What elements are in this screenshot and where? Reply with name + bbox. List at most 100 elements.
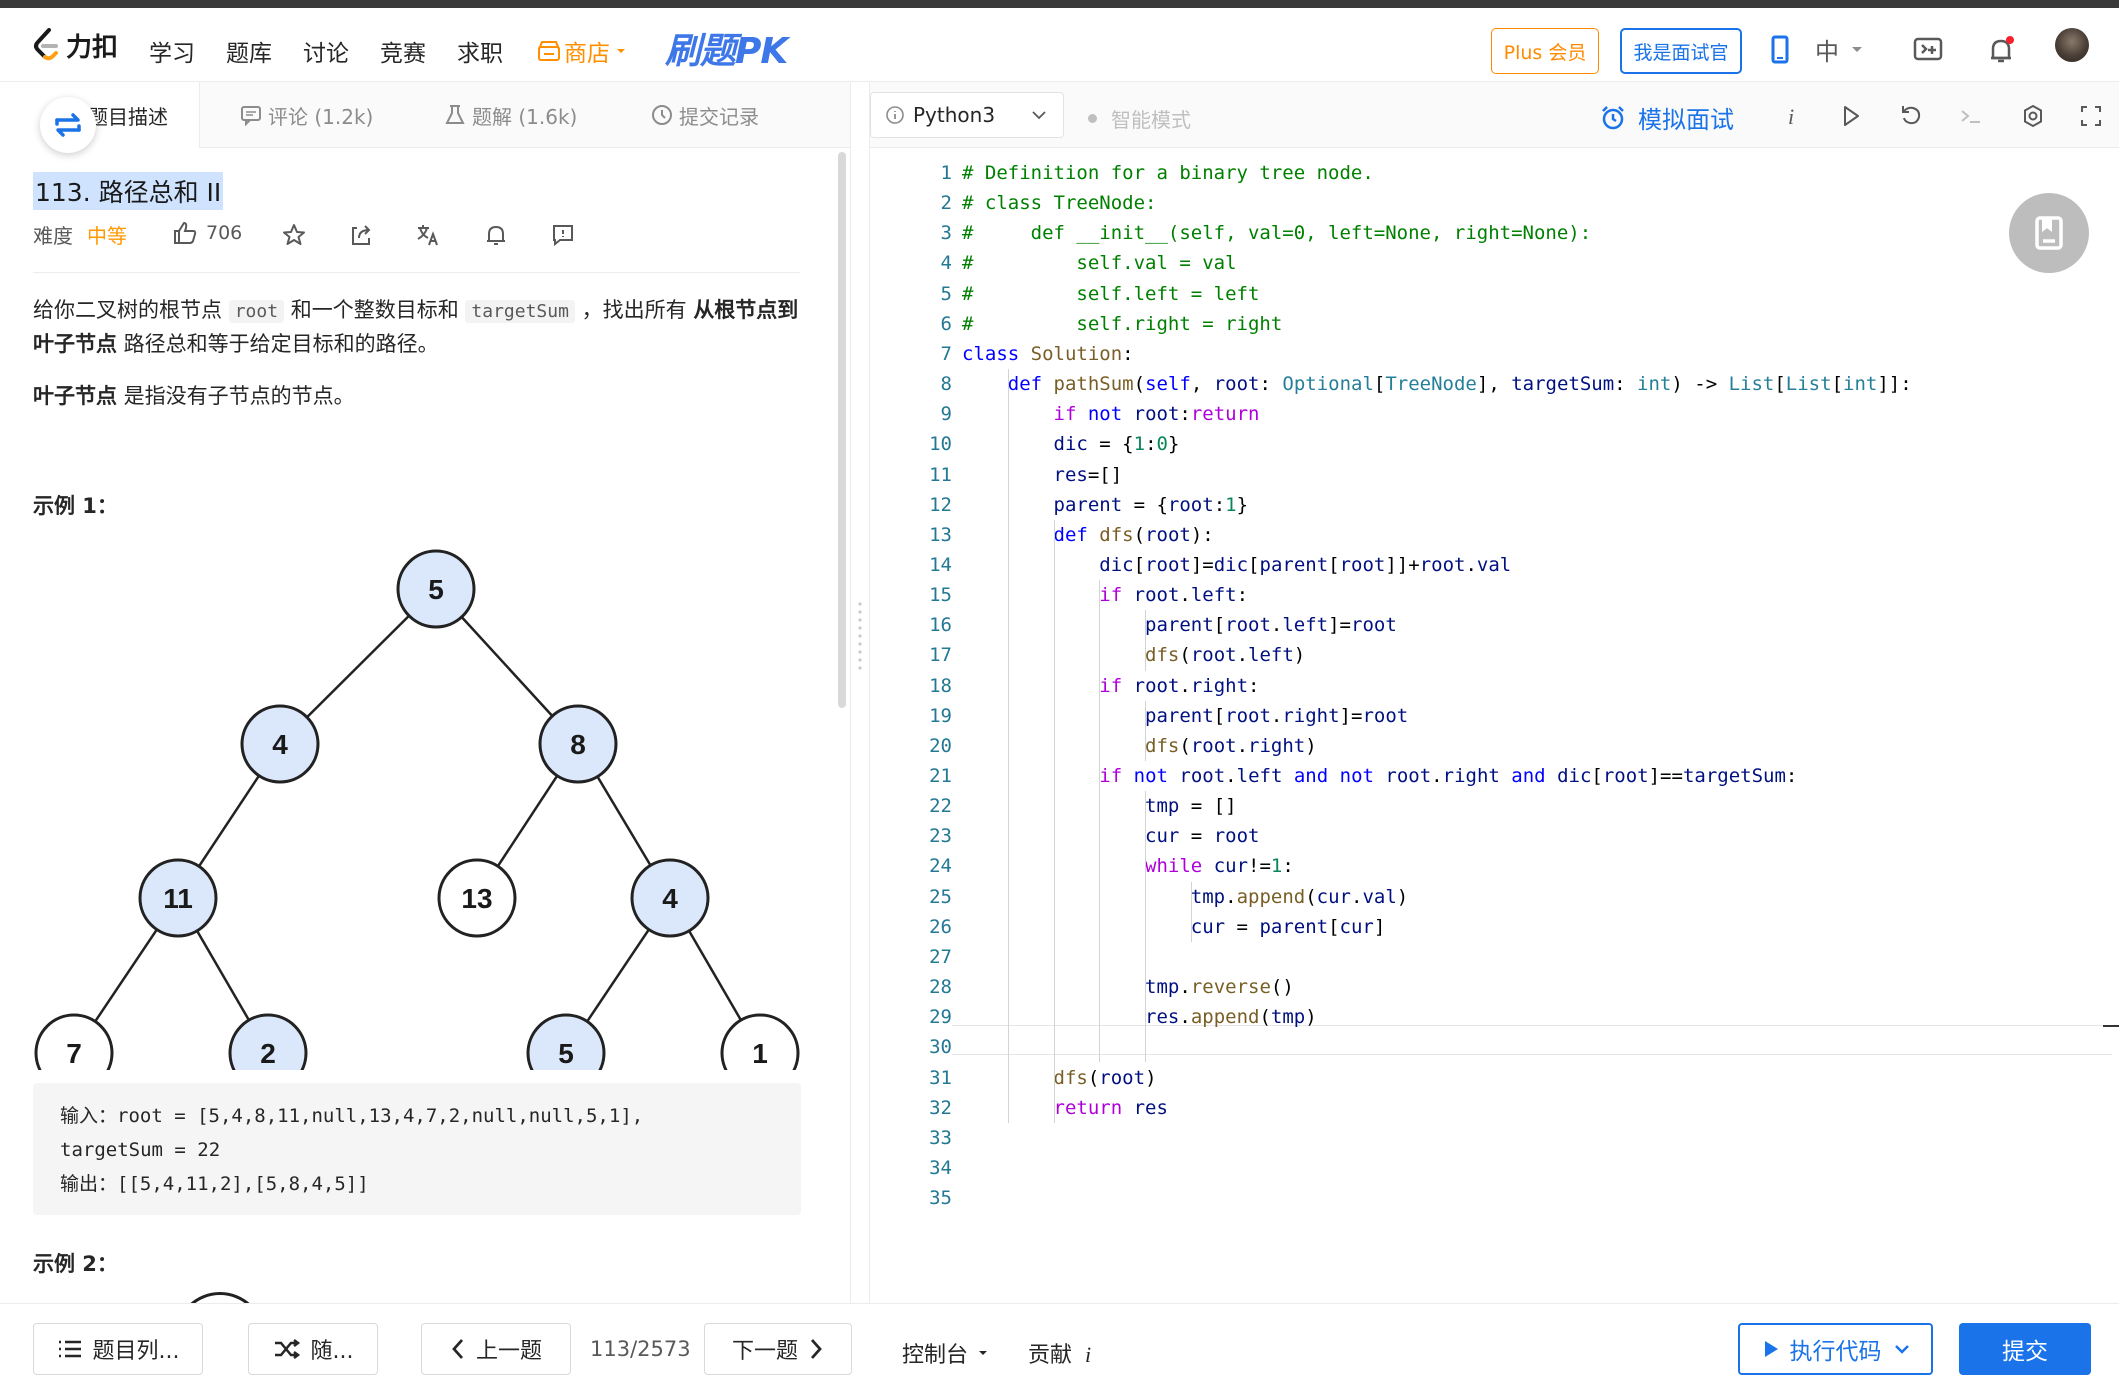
leetcode-logo[interactable]: 力扣 xyxy=(32,25,118,65)
console-toggle[interactable]: 控制台 xyxy=(902,1337,990,1369)
chevron-down-icon xyxy=(617,49,625,53)
inline-code-root: root xyxy=(228,300,285,323)
nav-pk[interactable]: 刷题PK xyxy=(665,31,788,72)
tab-submissions[interactable]: 提交记录 xyxy=(651,82,759,148)
language-select[interactable]: Python3 xyxy=(870,92,1064,138)
submit-button[interactable]: 提交 xyxy=(1959,1323,2091,1375)
example-1-output: 输出：[[5,4,11,2],[5,8,4,5]] xyxy=(60,1173,369,1195)
bell-icon[interactable] xyxy=(483,222,509,248)
line-number: 18 xyxy=(929,674,952,697)
comment-icon xyxy=(241,106,261,126)
info-icon xyxy=(886,106,904,124)
code-line: res=[] xyxy=(1053,463,1123,486)
indent-guide xyxy=(1145,610,1147,671)
swap-layout-button[interactable] xyxy=(40,97,96,153)
window-top-strip xyxy=(0,0,2119,8)
tree-edge xyxy=(197,774,261,868)
nav-jobs[interactable]: 求职 xyxy=(457,41,503,67)
mobile-icon[interactable] xyxy=(1764,34,1796,66)
problem-description-panel: 113. 路径总和 II 难度 中等 706 给你二叉树的根节点 root 和一… xyxy=(0,148,850,1303)
tree-node-label: 8 xyxy=(570,729,586,760)
user-avatar[interactable] xyxy=(2055,28,2089,62)
line-number: 12 xyxy=(929,493,952,516)
console-label: 控制台 xyxy=(902,1343,969,1368)
nav-shop-label: 商店 xyxy=(564,41,610,67)
info-italic-icon[interactable]: i xyxy=(1778,103,1804,129)
translate-icon[interactable] xyxy=(415,222,441,248)
run-flag-icon[interactable] xyxy=(1838,103,1864,129)
smart-mode-toggle[interactable]: 智能模式 xyxy=(1088,104,1191,133)
code-line: cur = root xyxy=(1145,825,1260,848)
tab-comments[interactable]: 评论 (1.2k) xyxy=(240,82,373,148)
random-problem-button[interactable]: 随... xyxy=(248,1323,378,1375)
language-switch[interactable]: 中 xyxy=(1815,32,1865,67)
code-line: tmp = [] xyxy=(1145,795,1237,818)
problem-list-button[interactable]: 题目列... xyxy=(33,1323,203,1375)
next-problem-button[interactable]: 下一题 xyxy=(704,1323,852,1375)
flask-icon xyxy=(445,105,465,124)
mock-interview-label: 模拟面试 xyxy=(1638,106,1734,134)
plus-member-button[interactable]: Plus 会员 xyxy=(1491,28,1599,74)
contribute-button[interactable]: 贡献 i xyxy=(1028,1337,1091,1369)
line-number: 26 xyxy=(929,915,952,938)
tab-description[interactable]: 题目描述 xyxy=(0,82,200,148)
code-line: res.append(tmp) xyxy=(1145,1006,1317,1029)
playground-icon[interactable] xyxy=(1912,34,1944,66)
line-number: 34 xyxy=(929,1156,952,1179)
share-icon[interactable] xyxy=(349,222,375,248)
tree-node-label: 11 xyxy=(163,883,193,914)
indent-guide xyxy=(1007,369,1009,1123)
nav-shop[interactable]: 商店 xyxy=(537,34,628,68)
settings-icon[interactable] xyxy=(2020,103,2046,129)
fullscreen-icon[interactable] xyxy=(2078,103,2104,129)
tree-node-label: 2 xyxy=(260,1038,276,1069)
code-line xyxy=(952,1183,2112,1213)
tree-node xyxy=(720,1013,800,1070)
nav-contest[interactable]: 竞赛 xyxy=(380,41,426,67)
problem-meta: 难度 中等 xyxy=(33,218,127,250)
pane-divider[interactable] xyxy=(850,82,870,1303)
example-1-input-target: targetSum = 22 xyxy=(60,1139,221,1161)
notification-bell-icon[interactable] xyxy=(1985,34,2017,66)
language-select-value: Python3 xyxy=(913,103,996,127)
thumbs-up-icon xyxy=(174,221,197,244)
run-code-button[interactable]: 执行代码 xyxy=(1738,1323,1933,1375)
tree-node xyxy=(538,704,618,784)
line-number: 3 xyxy=(940,222,952,245)
contribute-label: 贡献 xyxy=(1028,1343,1073,1368)
tree-edge xyxy=(196,930,250,1021)
drag-handle-icon[interactable] xyxy=(858,600,862,672)
tree-edge xyxy=(688,930,742,1021)
smart-mode-label: 智能模式 xyxy=(1111,108,1191,132)
prev-problem-button[interactable]: 上一题 xyxy=(421,1323,571,1375)
shuffle-icon xyxy=(274,1339,300,1359)
reset-icon[interactable] xyxy=(1898,103,1924,129)
code-line xyxy=(952,1153,2112,1183)
mock-interview-button[interactable]: 模拟面试 xyxy=(1600,100,1734,135)
notes-button[interactable] xyxy=(2009,193,2089,273)
like-button[interactable]: 706 xyxy=(172,220,242,246)
interviewer-button[interactable]: 我是面试官 xyxy=(1620,28,1742,74)
code-line: parent[root.left]=root xyxy=(1145,614,1397,637)
terminal-icon[interactable] xyxy=(1958,103,1984,129)
tab-submissions-label: 提交记录 xyxy=(679,104,759,129)
nav-learn[interactable]: 学习 xyxy=(149,41,195,67)
line-number: 32 xyxy=(929,1096,952,1119)
nav-problemset[interactable]: 题库 xyxy=(226,41,272,67)
tree-edge xyxy=(586,928,650,1023)
logo-text: 力扣 xyxy=(66,32,119,63)
code-line: while cur!=1: xyxy=(1145,855,1294,878)
tab-solutions[interactable]: 题解 (1.6k) xyxy=(444,82,577,148)
left-scrollbar[interactable] xyxy=(838,152,846,708)
code-line: # self.val = val xyxy=(962,252,1237,275)
chevron-down-icon xyxy=(1894,1345,1909,1354)
line-number: 8 xyxy=(940,373,952,396)
code-line xyxy=(952,942,2112,972)
feedback-icon[interactable] xyxy=(550,222,576,248)
tree-node-label: 5 xyxy=(558,1038,574,1069)
star-icon[interactable] xyxy=(281,222,307,248)
line-number: 9 xyxy=(940,403,952,426)
nav-discuss[interactable]: 讨论 xyxy=(303,41,349,67)
